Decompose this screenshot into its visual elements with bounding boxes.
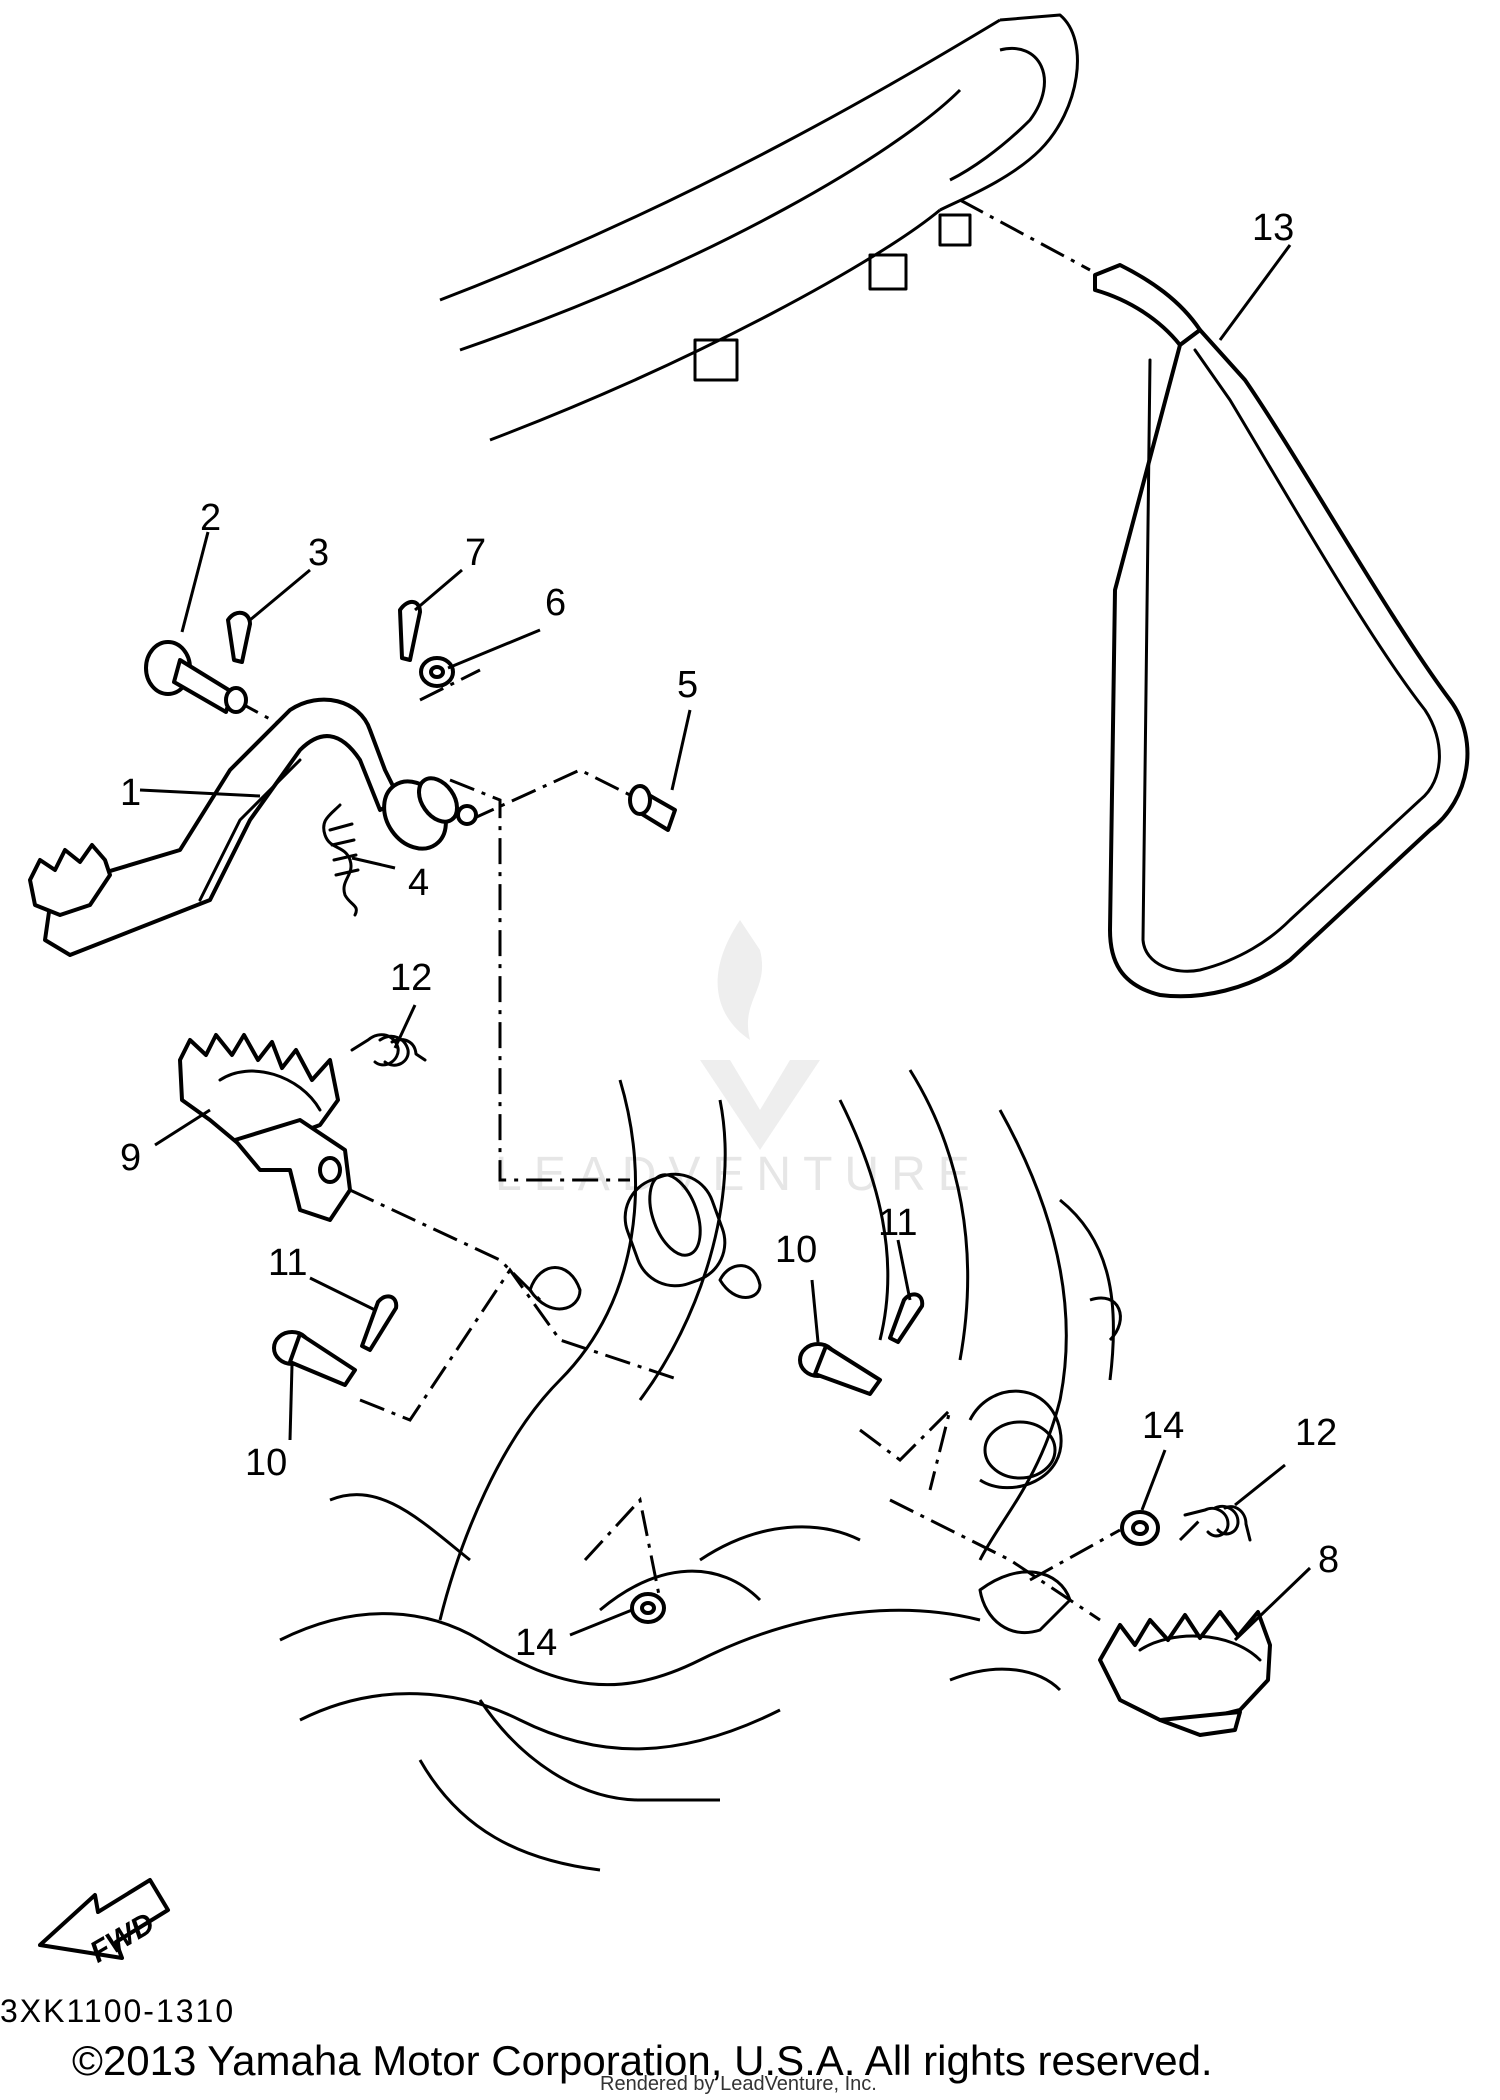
cotter-pin-left [360,1294,399,1352]
leadventure-watermark: LEADVENTURE [495,920,982,1201]
washer-upper [419,656,455,688]
callout-12-right: 12 [1295,1412,1337,1454]
pivot-pin-left [272,1330,357,1387]
callout-6: 6 [545,582,566,624]
callout-4: 4 [408,862,429,904]
pivot-pin-right [798,1342,882,1396]
callout-10-right: 10 [775,1229,817,1271]
callout-10-left: 10 [245,1442,287,1484]
footpeg-spring-right [1183,1504,1252,1542]
callout-5: 5 [677,664,698,706]
callout-12-left: 12 [390,957,432,999]
footpeg-spring-left [350,1033,427,1067]
cotter-pin-right [888,1292,925,1344]
footpeg-left [178,1033,352,1222]
brake-pedal [28,697,478,957]
swingarm-outline [439,13,1079,442]
callout-labels: 1 2 3 4 5 6 7 8 9 10 10 11 11 12 12 13 1… [120,207,1339,1664]
pedal-pin [628,784,677,832]
callout-7: 7 [465,532,486,574]
callout-9: 9 [120,1137,141,1179]
cotter-pin-upper [226,610,252,664]
diagram-code: 3XK1100-1310 [0,1993,235,2029]
leader-lines [139,244,1312,1642]
callout-14-right: 14 [1142,1405,1184,1447]
callout-2: 2 [200,497,221,539]
washer-lower [630,1592,666,1624]
callout-1: 1 [120,772,141,814]
rendered-by: Rendered by LeadVenture, Inc. [600,2073,877,2095]
callout-14-lower: 14 [515,1622,557,1664]
sidestand [1093,263,1470,999]
callout-3: 3 [308,532,329,574]
callout-8: 8 [1318,1539,1339,1581]
copyright-notice: ©2013 Yamaha Motor Corporation, U.S.A. A… [72,2037,1213,2084]
watermark-text: LEADVENTURE [495,1148,982,1201]
assembly-lines [234,198,1202,1622]
callout-13: 13 [1252,207,1294,249]
washer-right [1120,1510,1160,1546]
forward-arrow-icon: FWD [38,1878,170,1969]
callout-11-left: 11 [268,1242,307,1284]
pedal-return-spring [322,803,360,917]
callout-11-right: 11 [878,1202,917,1244]
frame-outline [279,1069,1122,1872]
pedal-shaft [144,640,248,714]
cotter-pin-shaft [398,600,422,662]
